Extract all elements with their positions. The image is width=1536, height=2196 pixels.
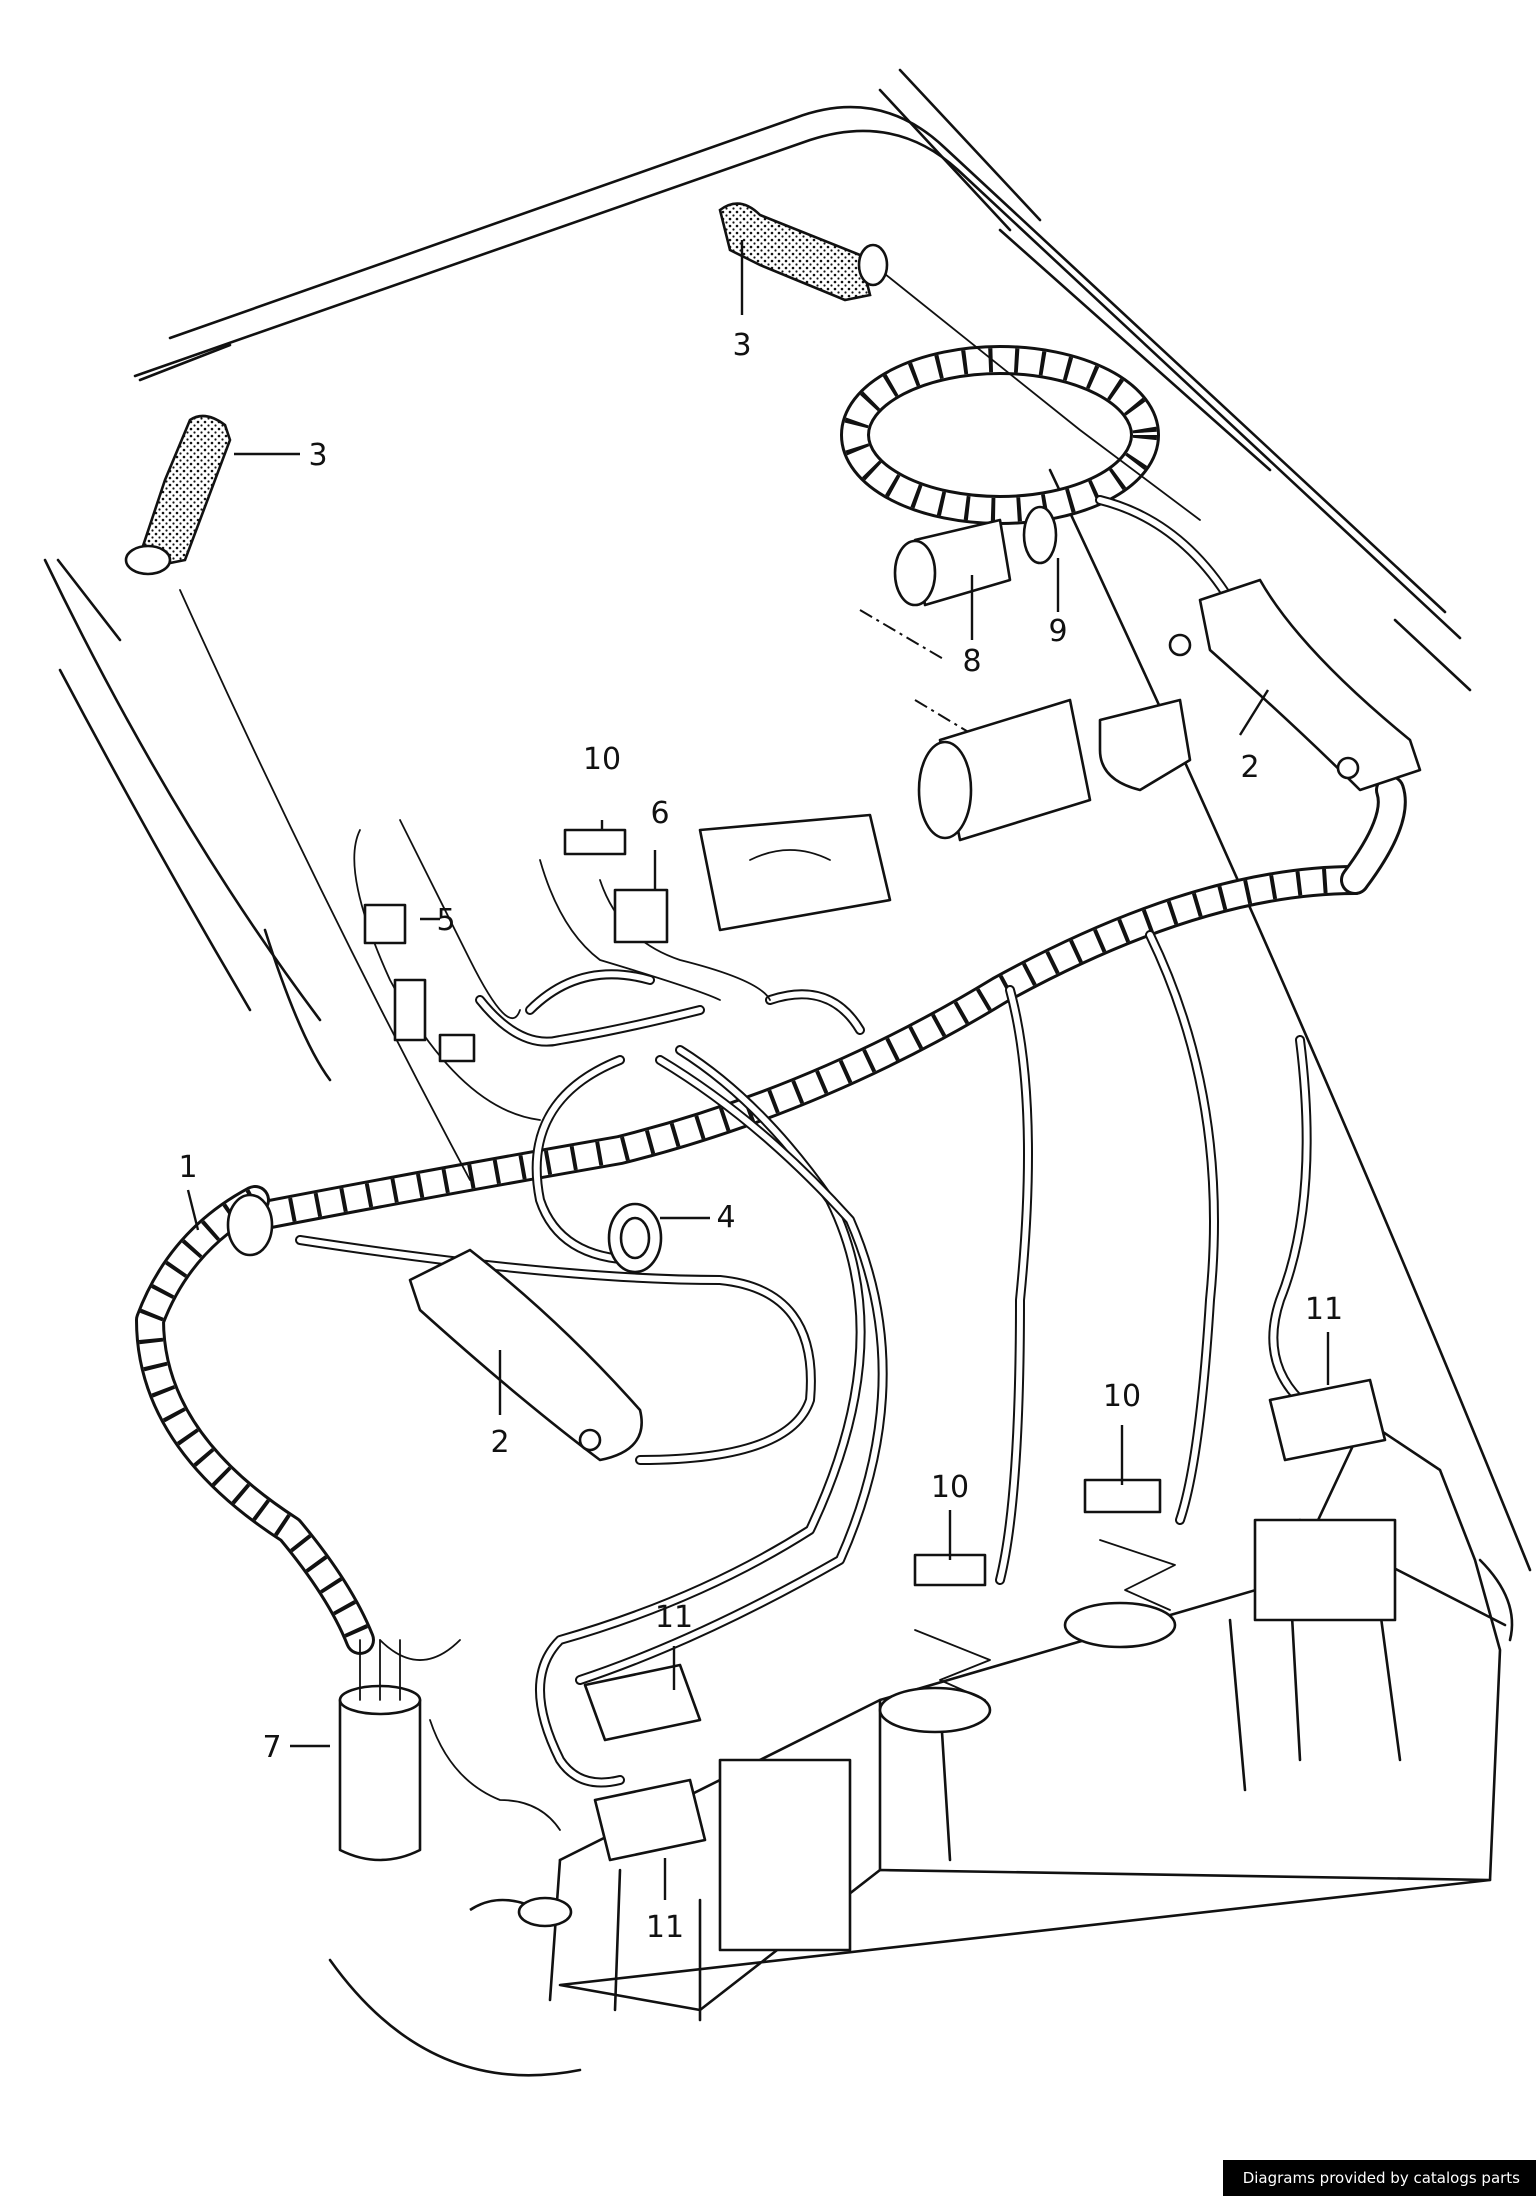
callout-6: 6 xyxy=(650,796,670,831)
spark-plug-connector-upper xyxy=(718,202,889,302)
battery-box-outline xyxy=(328,1418,1514,2077)
callout-leaders xyxy=(186,240,1330,1900)
ignition-coil xyxy=(917,633,1192,842)
upper-loop-harness xyxy=(840,345,1235,605)
protective-sleeve-upper xyxy=(1198,578,1422,792)
callout-10-top: 10 xyxy=(582,742,622,777)
callout-3-upper: 3 xyxy=(732,328,752,363)
callout-10-middle: 10 xyxy=(1102,1379,1142,1414)
callout-10-lower: 10 xyxy=(930,1470,970,1505)
protective-sleeve-lower xyxy=(408,1248,643,1462)
main-harness-trunk xyxy=(135,775,1407,1655)
spark-plug-connector-left xyxy=(124,414,232,576)
callout-11-bottom: 11 xyxy=(645,1910,685,1945)
callout-5: 5 xyxy=(436,903,456,938)
callout-7: 7 xyxy=(262,1730,282,1765)
callout-11-right: 11 xyxy=(1304,1292,1344,1327)
round-connector xyxy=(338,1639,422,1862)
callout-4: 4 xyxy=(716,1200,736,1235)
callout-9: 9 xyxy=(1048,614,1068,649)
relay-and-holder xyxy=(613,813,892,944)
callout-8: 8 xyxy=(962,644,982,679)
callout-2-lower: 2 xyxy=(490,1425,510,1460)
wire-bundles xyxy=(295,930,1312,1788)
callout-2-upper: 2 xyxy=(1240,750,1260,785)
grommet xyxy=(607,1202,663,1274)
callout-11-middle: 11 xyxy=(654,1600,694,1635)
thin-wires xyxy=(179,269,1201,1831)
terminal-blocks xyxy=(469,828,1387,1928)
connector-housing xyxy=(363,903,476,1063)
socket-and-clip xyxy=(859,505,1058,746)
credit-banner: Diagrams provided by catalogs parts xyxy=(1222,2160,1536,2196)
callout-1: 1 xyxy=(178,1150,198,1185)
callout-3-left: 3 xyxy=(308,438,328,473)
